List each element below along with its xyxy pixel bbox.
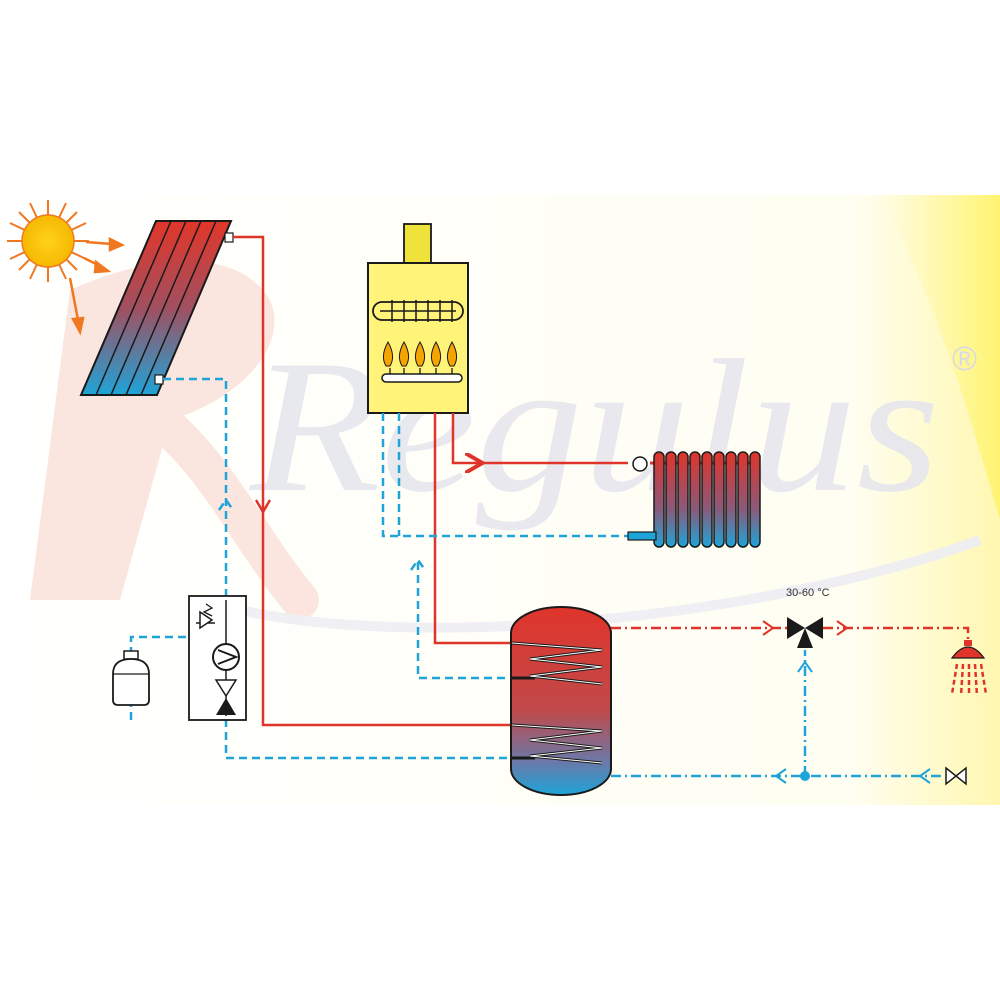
lower-heat-coil-hl bbox=[511, 724, 603, 764]
mixing-cold-arrow bbox=[797, 660, 813, 673]
burner-bar-icon bbox=[381, 368, 463, 383]
solar-collector bbox=[79, 220, 234, 396]
pump-icon bbox=[212, 643, 240, 671]
heat-exchanger-icon bbox=[372, 300, 464, 322]
radiator bbox=[627, 451, 761, 548]
thermostatic-mixing-valve bbox=[787, 617, 823, 648]
hot-water-line bbox=[611, 626, 970, 642]
safety-valve-icon bbox=[196, 603, 215, 630]
cold-water-valve-icon bbox=[945, 766, 967, 786]
cold-water-junction bbox=[800, 771, 810, 781]
corner-glow bbox=[880, 195, 1000, 520]
cold-water-line bbox=[611, 650, 945, 778]
cold-water-arrow bbox=[774, 768, 787, 784]
solar-pump-station bbox=[188, 595, 247, 721]
burner-flames-icon bbox=[382, 340, 458, 367]
cold-water-arrow-2 bbox=[918, 768, 931, 784]
solar-hot-pipe bbox=[233, 235, 512, 727]
upper-heat-coil-hl bbox=[511, 642, 603, 685]
shower-icon bbox=[950, 640, 988, 697]
sun-icon bbox=[7, 200, 89, 282]
brand-watermark: Regulus bbox=[30, 261, 982, 633]
gas-boiler bbox=[367, 223, 469, 414]
storage-tank bbox=[510, 606, 612, 796]
check-valve-icon bbox=[214, 679, 238, 715]
hot-water-arrow-2 bbox=[836, 620, 849, 636]
boiler-flue bbox=[403, 223, 432, 265]
boiler-heating-flow-pipe bbox=[433, 413, 628, 645]
hot-water-arrow bbox=[762, 620, 775, 636]
mixing-valve-temperature-label: 30-60 °C bbox=[786, 587, 830, 599]
radiator-valve-icon bbox=[632, 456, 648, 472]
brand-watermark-text: Regulus bbox=[248, 322, 940, 532]
boiler-return-pipes bbox=[381, 413, 628, 680]
expansion-vessel bbox=[112, 650, 150, 706]
sun-rays-arrows bbox=[68, 236, 126, 336]
registered-mark: ® bbox=[952, 340, 978, 378]
